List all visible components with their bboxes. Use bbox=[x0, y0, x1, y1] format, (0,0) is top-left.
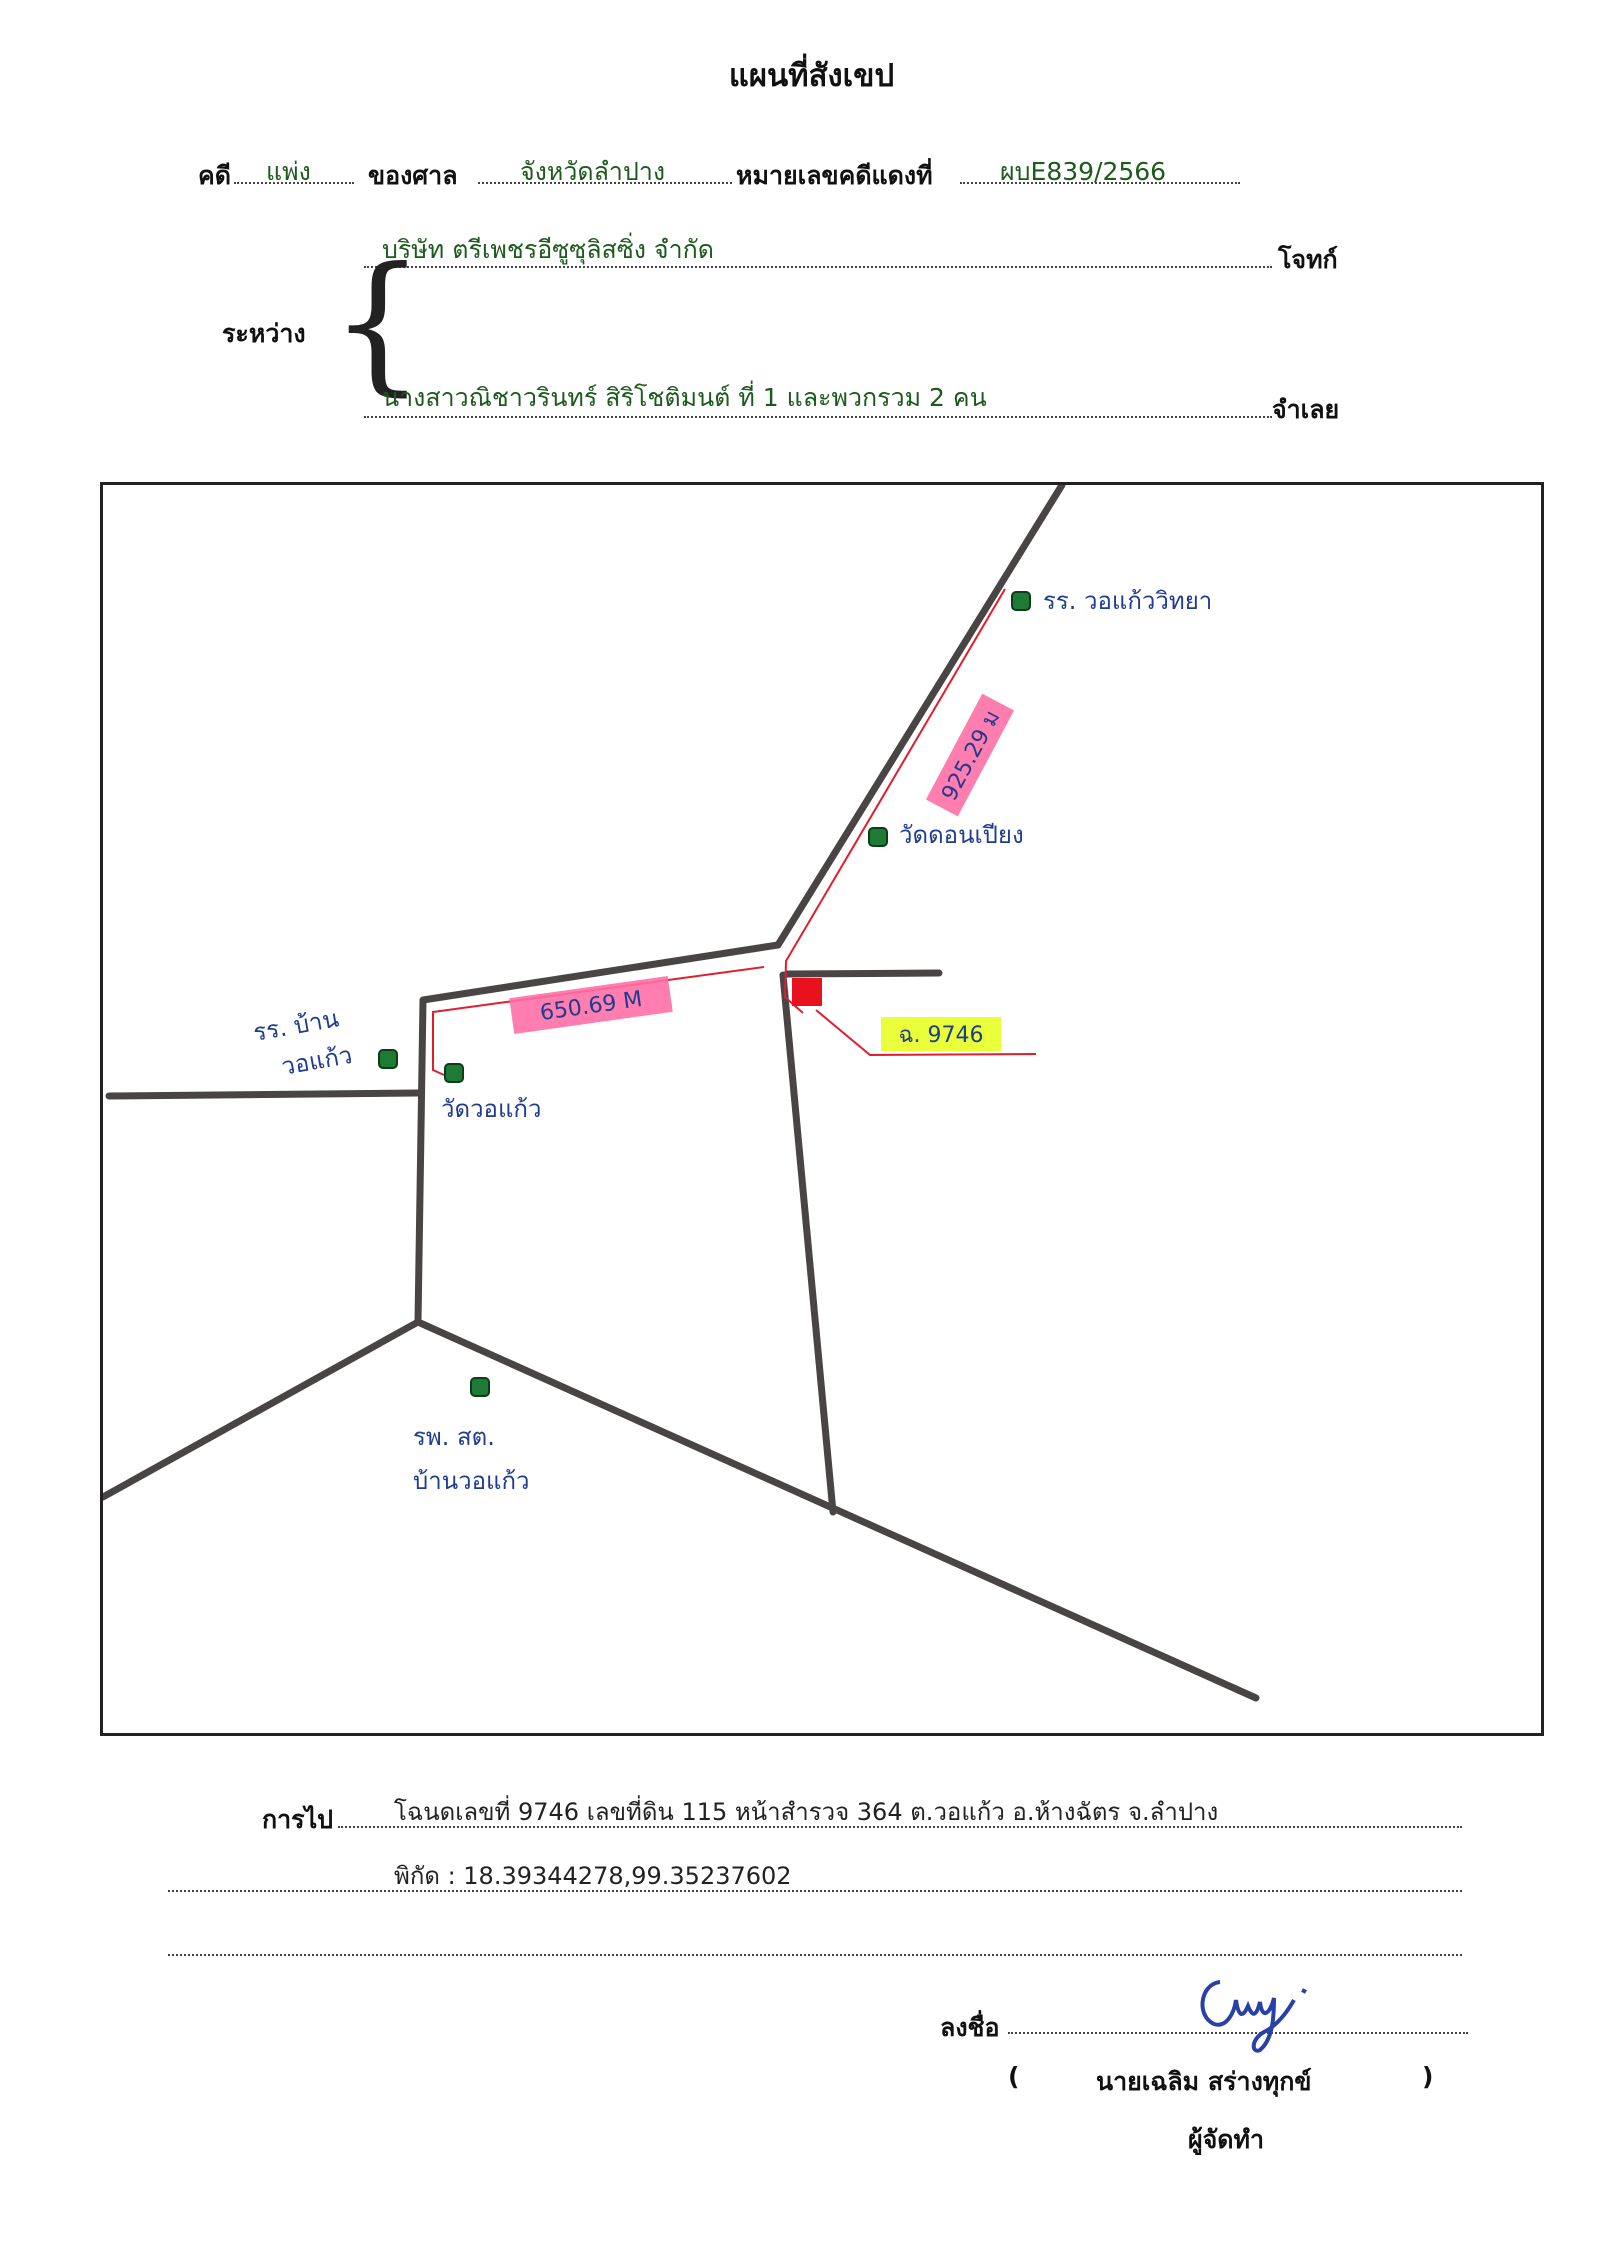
school-top-label: รร. วอแก้ววิทยา bbox=[1043, 587, 1212, 615]
road-south bbox=[414, 1318, 1260, 1702]
parcel-highlight bbox=[881, 1017, 1001, 1051]
handwritten-signature bbox=[1200, 1980, 1307, 2053]
road-inner-vertical bbox=[779, 971, 837, 1516]
directions-line-1-dots bbox=[338, 1826, 1462, 1828]
temple-wokaew-marker bbox=[444, 1063, 464, 1083]
route-north bbox=[783, 588, 1006, 1014]
hospital-marker bbox=[470, 1377, 490, 1397]
plaintiff-label: โจทก์ bbox=[1278, 245, 1338, 274]
preparer-role: ผู้จัดทำ bbox=[1188, 2125, 1265, 2154]
road-east-stub bbox=[783, 969, 943, 978]
defendant-line bbox=[364, 416, 1272, 418]
road-north bbox=[774, 481, 1066, 949]
directions-label: การไป bbox=[262, 1805, 334, 1834]
open-paren: ( bbox=[1008, 2062, 1020, 2091]
parcel-marker bbox=[792, 978, 822, 1006]
directions-line-2: พิกัด : 18.39344278,99.35237602 bbox=[394, 1862, 792, 1890]
distance-1-highlight bbox=[925, 693, 1015, 817]
sign-label: ลงชื่อ bbox=[940, 2013, 1000, 2042]
redcase-label: หมายเลขคดีแดงที่ bbox=[736, 161, 933, 190]
court-label: ของศาล bbox=[368, 161, 458, 190]
temple-donpiang-label: วัดดอนเปียง bbox=[899, 821, 1024, 849]
redcase-no-line bbox=[960, 182, 1240, 184]
school-top-marker bbox=[1011, 591, 1031, 611]
parcel-pointer-line bbox=[815, 1009, 1037, 1057]
page-title: แผนที่สังเขป bbox=[728, 58, 895, 94]
court-name-line bbox=[478, 182, 732, 184]
directions-line-2-dots bbox=[168, 1890, 1462, 1892]
school-left-marker bbox=[378, 1049, 398, 1069]
between-label: ระหว่าง bbox=[222, 319, 306, 348]
close-paren: ) bbox=[1422, 2062, 1434, 2091]
case-label: คดี bbox=[198, 161, 231, 190]
defendant-label: จำเลย bbox=[1272, 395, 1340, 424]
directions-line-3-dots bbox=[168, 1954, 1462, 1956]
temple-wokaew-label: วัดวอแก้ว bbox=[441, 1095, 541, 1123]
court-name-value: จังหวัดลำปาง bbox=[520, 157, 666, 186]
map-drawing: 925.29 ม 650.69 M ฉ. 9746 รร. วอแก้ววิทย… bbox=[99, 481, 1260, 1702]
distance-2-highlight bbox=[509, 976, 673, 1034]
plaintiff-line bbox=[364, 266, 1272, 268]
plaintiff-name: บริษัท ตรีเพชรอีซูซุลิสซิ่ง จำกัด bbox=[382, 235, 714, 264]
directions-line-1: โฉนดเลขที่ 9746 เลขที่ดิน 115 หน้าสำรวจ … bbox=[394, 1798, 1219, 1826]
case-type-value: แพ่ง bbox=[266, 157, 311, 186]
preparer-name: นายเฉลิม สร่างทุกข์ bbox=[1096, 2067, 1312, 2096]
signature-line bbox=[1008, 2032, 1468, 2034]
hospital-label-1: รพ. สต. bbox=[413, 1423, 495, 1451]
hospital-label-2: บ้านวอแก้ว bbox=[413, 1467, 529, 1495]
map-frame: 925.29 ม 650.69 M ฉ. 9746 รร. วอแก้ววิทย… bbox=[99, 481, 1544, 1736]
temple-donpiang-marker bbox=[868, 827, 888, 847]
redcase-no-value: ผบE839/2566 bbox=[1000, 157, 1167, 186]
school-left-label-2: วอแก้ว bbox=[279, 1041, 354, 1081]
brace-symbol: { bbox=[330, 236, 426, 410]
parcel-label: ฉ. 9746 bbox=[899, 1023, 984, 1048]
school-left-label-1: รร. บ้าน bbox=[251, 1004, 341, 1047]
defendant-name: นางสาวณิชาวรินทร์ สิริโชติมนต์ ที่ 1 และ… bbox=[382, 383, 987, 412]
road-main-west bbox=[99, 941, 782, 1501]
case-type-line bbox=[234, 182, 354, 184]
road-west-branch bbox=[105, 1089, 422, 1100]
